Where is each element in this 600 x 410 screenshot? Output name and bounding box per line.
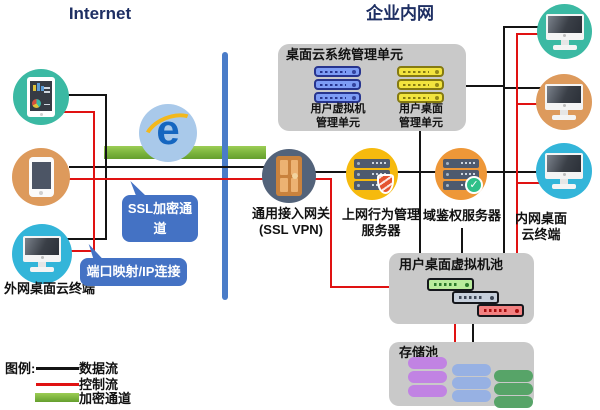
control-flow-segment	[330, 286, 390, 288]
storage-pool-title: 存储池	[399, 345, 439, 360]
storage-pill	[452, 377, 491, 389]
vm-pool-bar-green	[427, 278, 474, 291]
legend-title: 图例:	[5, 361, 36, 376]
data-flow-segment	[69, 166, 265, 168]
storage-pill	[452, 364, 491, 376]
control-flow-segment	[516, 103, 543, 105]
data-flow-segment	[419, 131, 421, 255]
tablet-icon	[27, 77, 55, 117]
monitor-icon	[545, 84, 583, 120]
behavior-server-label: 上网行为管理 服务器	[341, 207, 421, 238]
auth-server-label: 域鉴权服务器	[422, 208, 502, 223]
ssl-channel-bubble: SSL加密通道	[122, 195, 198, 242]
vm-unit-label: 用户虚拟机 管理单元	[310, 103, 366, 129]
door-gateway-icon	[276, 156, 302, 196]
control-flow-segment	[454, 324, 456, 343]
server-stack-icon	[354, 158, 394, 194]
external-terminal-label: 外网桌面云终端	[4, 281, 96, 296]
control-flow-segment	[330, 178, 332, 288]
storage-pill	[494, 383, 533, 395]
intranet-terminal-3	[536, 143, 592, 199]
vm-pool-bar-red	[477, 304, 524, 317]
control-flow-segment	[516, 182, 540, 184]
intranet-terminal-1	[537, 4, 592, 59]
port-mapping-bubble: 端口映射/IP连接	[80, 258, 187, 286]
external-tablet-terminal	[13, 69, 69, 125]
legend-encrypted-channel-swatch	[35, 393, 79, 402]
shield-icon	[377, 173, 394, 194]
network-boundary-divider	[222, 52, 228, 300]
vm-server-bar	[314, 66, 361, 77]
gateway-label: 通用接入网关 (SSL VPN)	[251, 206, 331, 237]
data-flow-segment	[461, 228, 463, 255]
data-flow-segment	[503, 26, 505, 255]
legend-encrypted-channel-label: 加密通道	[79, 391, 132, 406]
legend-data-flow-label: 数据流	[79, 361, 119, 376]
data-flow-segment	[66, 94, 107, 96]
control-flow-segment	[66, 250, 95, 252]
storage-pill	[408, 371, 447, 383]
control-flow-segment	[68, 178, 332, 180]
control-flow-segment	[93, 111, 95, 252]
desktop-server-bar	[397, 79, 444, 90]
data-flow-segment	[472, 324, 474, 343]
monitor-icon	[545, 13, 584, 50]
behavior-management-server	[346, 148, 398, 200]
monitor-icon	[23, 236, 61, 272]
monitor-icon	[545, 153, 583, 189]
vm-server-bar	[314, 79, 361, 90]
external-phone-terminal	[12, 148, 70, 206]
check-icon: ✓	[465, 175, 483, 194]
ie-browser-icon: e	[136, 104, 208, 165]
desktop-unit-label: 用户桌面 管理单元	[399, 103, 443, 129]
storage-pill	[408, 357, 447, 369]
desktop-server-bar	[397, 92, 444, 103]
external-monitor-terminal	[12, 224, 72, 284]
control-flow-segment	[516, 33, 518, 255]
storage-pill	[494, 396, 533, 408]
intranet-terminal-2	[536, 74, 592, 130]
storage-pill	[452, 390, 491, 402]
intranet-terminal-label: 内网桌面云终端	[514, 211, 567, 242]
smartphone-icon	[28, 157, 54, 197]
internet-title: Internet	[68, 4, 132, 23]
vm-pool-title: 用户桌面虚拟机池	[399, 257, 504, 272]
data-flow-segment	[503, 26, 539, 28]
data-flow-segment	[65, 238, 107, 240]
data-flow-segment	[314, 171, 540, 173]
legend-control-flow-label: 控制流	[79, 377, 119, 392]
control-flow-segment	[64, 111, 95, 113]
data-flow-segment	[503, 87, 542, 89]
ssl-bubble-pointer	[130, 181, 146, 196]
legend-control-flow-swatch	[36, 383, 79, 386]
management-box-title: 桌面云系统管理单元	[286, 47, 404, 62]
domain-auth-server: ✓	[435, 148, 487, 200]
storage-pill	[408, 385, 447, 397]
storage-pill	[494, 370, 533, 382]
control-flow-segment	[516, 33, 540, 35]
data-flow-segment	[466, 85, 505, 87]
ssl-vpn-gateway	[262, 149, 316, 203]
intranet-title: 企业内网	[366, 4, 434, 23]
legend-data-flow-swatch	[36, 367, 79, 370]
server-stack-icon: ✓	[443, 158, 483, 194]
vm-pool-bar-gray	[452, 291, 499, 304]
desktop-server-bar	[397, 66, 444, 77]
vm-server-bar	[314, 92, 361, 103]
